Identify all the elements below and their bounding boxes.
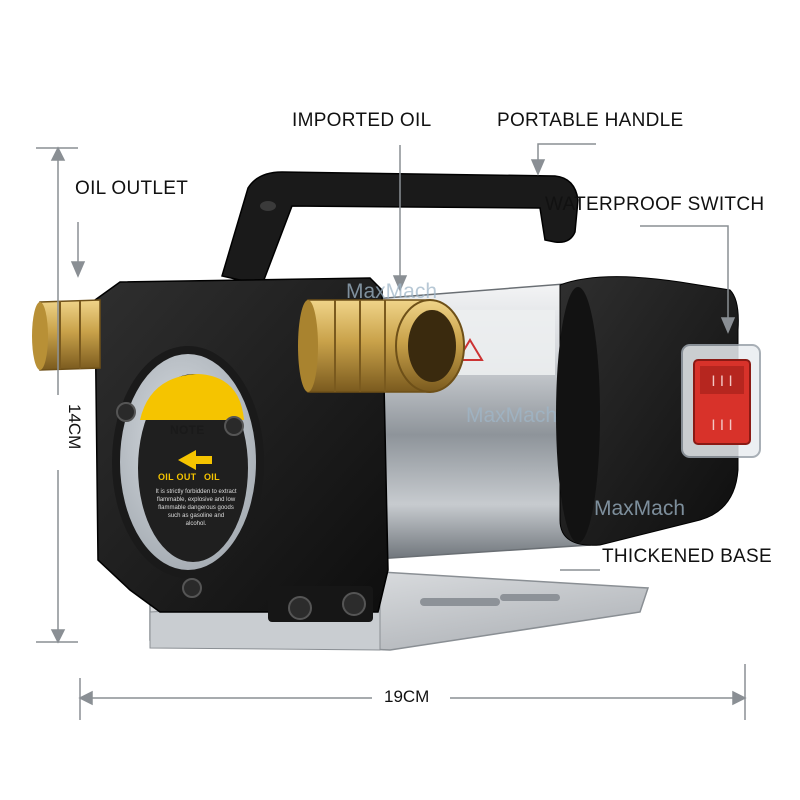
portable-handle — [221, 171, 579, 286]
label-waterproof-switch: WATERPROOF SWITCH — [545, 194, 765, 215]
outlet-fitting — [32, 299, 101, 371]
waterproof-switch: I I I I I I — [681, 344, 761, 458]
sticker-warning-line: flammable dangerous goods — [158, 505, 234, 511]
watermark: MaxMach — [594, 497, 686, 520]
sticker-warning: It is strictly forbidden to extract flam… — [150, 488, 242, 528]
sticker-warning-line: It is strictly forbidden to extract — [155, 489, 237, 495]
switch-housing — [556, 276, 739, 546]
front-cover — [112, 346, 264, 598]
width-dimension — [78, 664, 747, 720]
sticker-warning-line: such as gasoline and — [167, 513, 225, 519]
sticker-oil-out: OIL OUT — [158, 472, 197, 482]
sticker-warning-line: flammable, explosive and low — [156, 497, 236, 503]
sticker-warning-line: alcohol. — [185, 521, 207, 527]
svg-text:I I I: I I I — [711, 374, 732, 390]
inlet-fitting — [298, 299, 465, 393]
watermark: MaxMach — [466, 404, 558, 427]
label-portable-handle: PORTABLE HANDLE — [497, 110, 684, 131]
sticker-oil-in: OIL — [204, 472, 220, 482]
leader-lines — [70, 143, 736, 571]
sticker-note-title: NOTE — [170, 423, 205, 437]
label-thickened-base: THICKENED BASE — [602, 546, 772, 567]
height-dimension — [36, 146, 78, 644]
width-label: 19CM — [384, 687, 430, 706]
height-label: 14CM — [65, 404, 84, 450]
svg-text:I I I: I I I — [711, 418, 732, 434]
watermark: MaxMach — [346, 280, 438, 303]
label-imported-oil: IMPORTED OIL — [292, 110, 432, 131]
label-oil-outlet: OIL OUTLET — [75, 178, 189, 199]
